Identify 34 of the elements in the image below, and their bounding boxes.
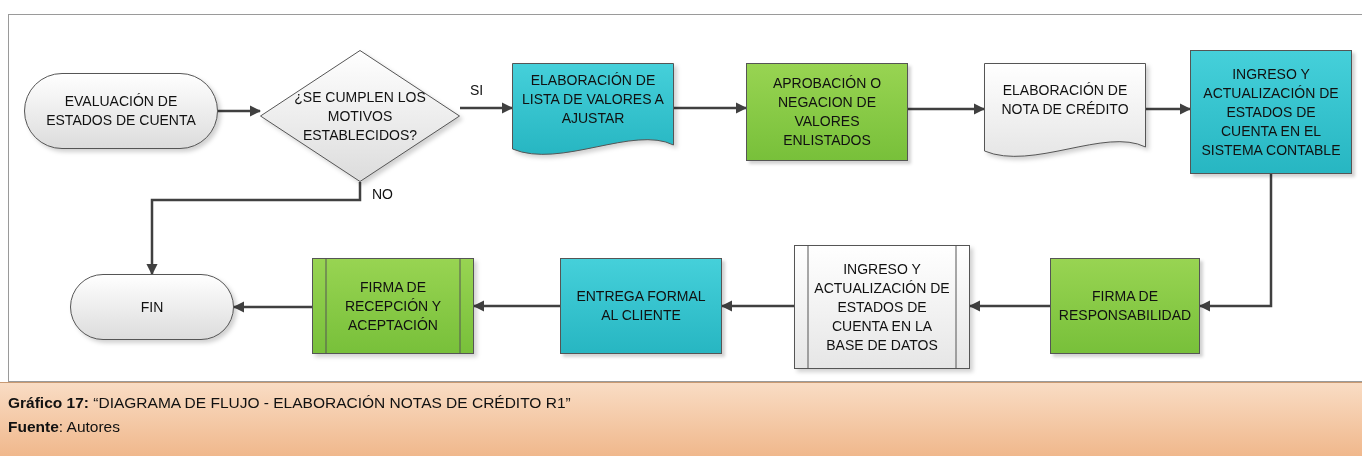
terminal-shape	[24, 73, 218, 149]
terminal-shape	[70, 274, 234, 340]
arrow	[908, 103, 986, 115]
arrow	[1146, 103, 1192, 115]
node-label: ELABORACIÓN DE NOTA DE CRÉDITO	[1000, 81, 1130, 119]
predefined-process-box	[794, 245, 970, 369]
arrow	[218, 105, 262, 117]
node-label: FIN	[140, 297, 164, 317]
node-label: FIRMA DE RESPONSABILIDAD	[1057, 287, 1193, 325]
node-label: INGRESO Y ACTUALIZACIÓN DE ESTADOS DE CUENTA EN LA BASE DE DATOS	[814, 259, 950, 355]
arrow	[460, 102, 514, 114]
node-label: APROBACIÓN O NEGACION DE VALORES ENLISTADOS	[771, 74, 883, 150]
node-label: INGRESO Y ACTUALIZACIÓN DE ESTADOS DE CUENTA EN EL SISTEMA CONTABLE	[1200, 64, 1342, 160]
edge-label: NO	[370, 186, 395, 202]
arrow	[232, 301, 312, 313]
arrow	[146, 182, 362, 276]
node-label: ENTREGA FORMAL AL CLIENTE	[575, 287, 707, 325]
process-box	[1050, 258, 1200, 354]
node-label: ELABORACIÓN DE LISTA DE VALORES A AJUSTAR	[521, 70, 665, 128]
process-box	[746, 63, 908, 161]
node-label: EVALUACIÓN DE ESTADOS DE CUENTA	[45, 92, 197, 130]
arrow	[472, 300, 560, 312]
decision-diamond	[260, 50, 460, 182]
predefined-process-box	[312, 258, 474, 354]
arrow	[720, 300, 794, 312]
caption: Gráfico 17: “DIAGRAMA DE FLUJO - ELABORACIÓN NOTAS DE CRÉDITO R1”	[8, 394, 571, 412]
arrow	[674, 102, 748, 114]
source-note: Fuente: Autores	[8, 418, 120, 436]
process-box	[1190, 50, 1352, 174]
arrow	[968, 300, 1050, 312]
arrow	[1198, 174, 1273, 312]
node-label: ¿SE CUMPLEN LOS MOTIVOS ESTABLECIDOS?	[294, 87, 426, 145]
node-label: FIRMA DE RECEPCIÓN Y ACEPTACIÓN	[343, 277, 443, 335]
process-box	[560, 258, 722, 354]
